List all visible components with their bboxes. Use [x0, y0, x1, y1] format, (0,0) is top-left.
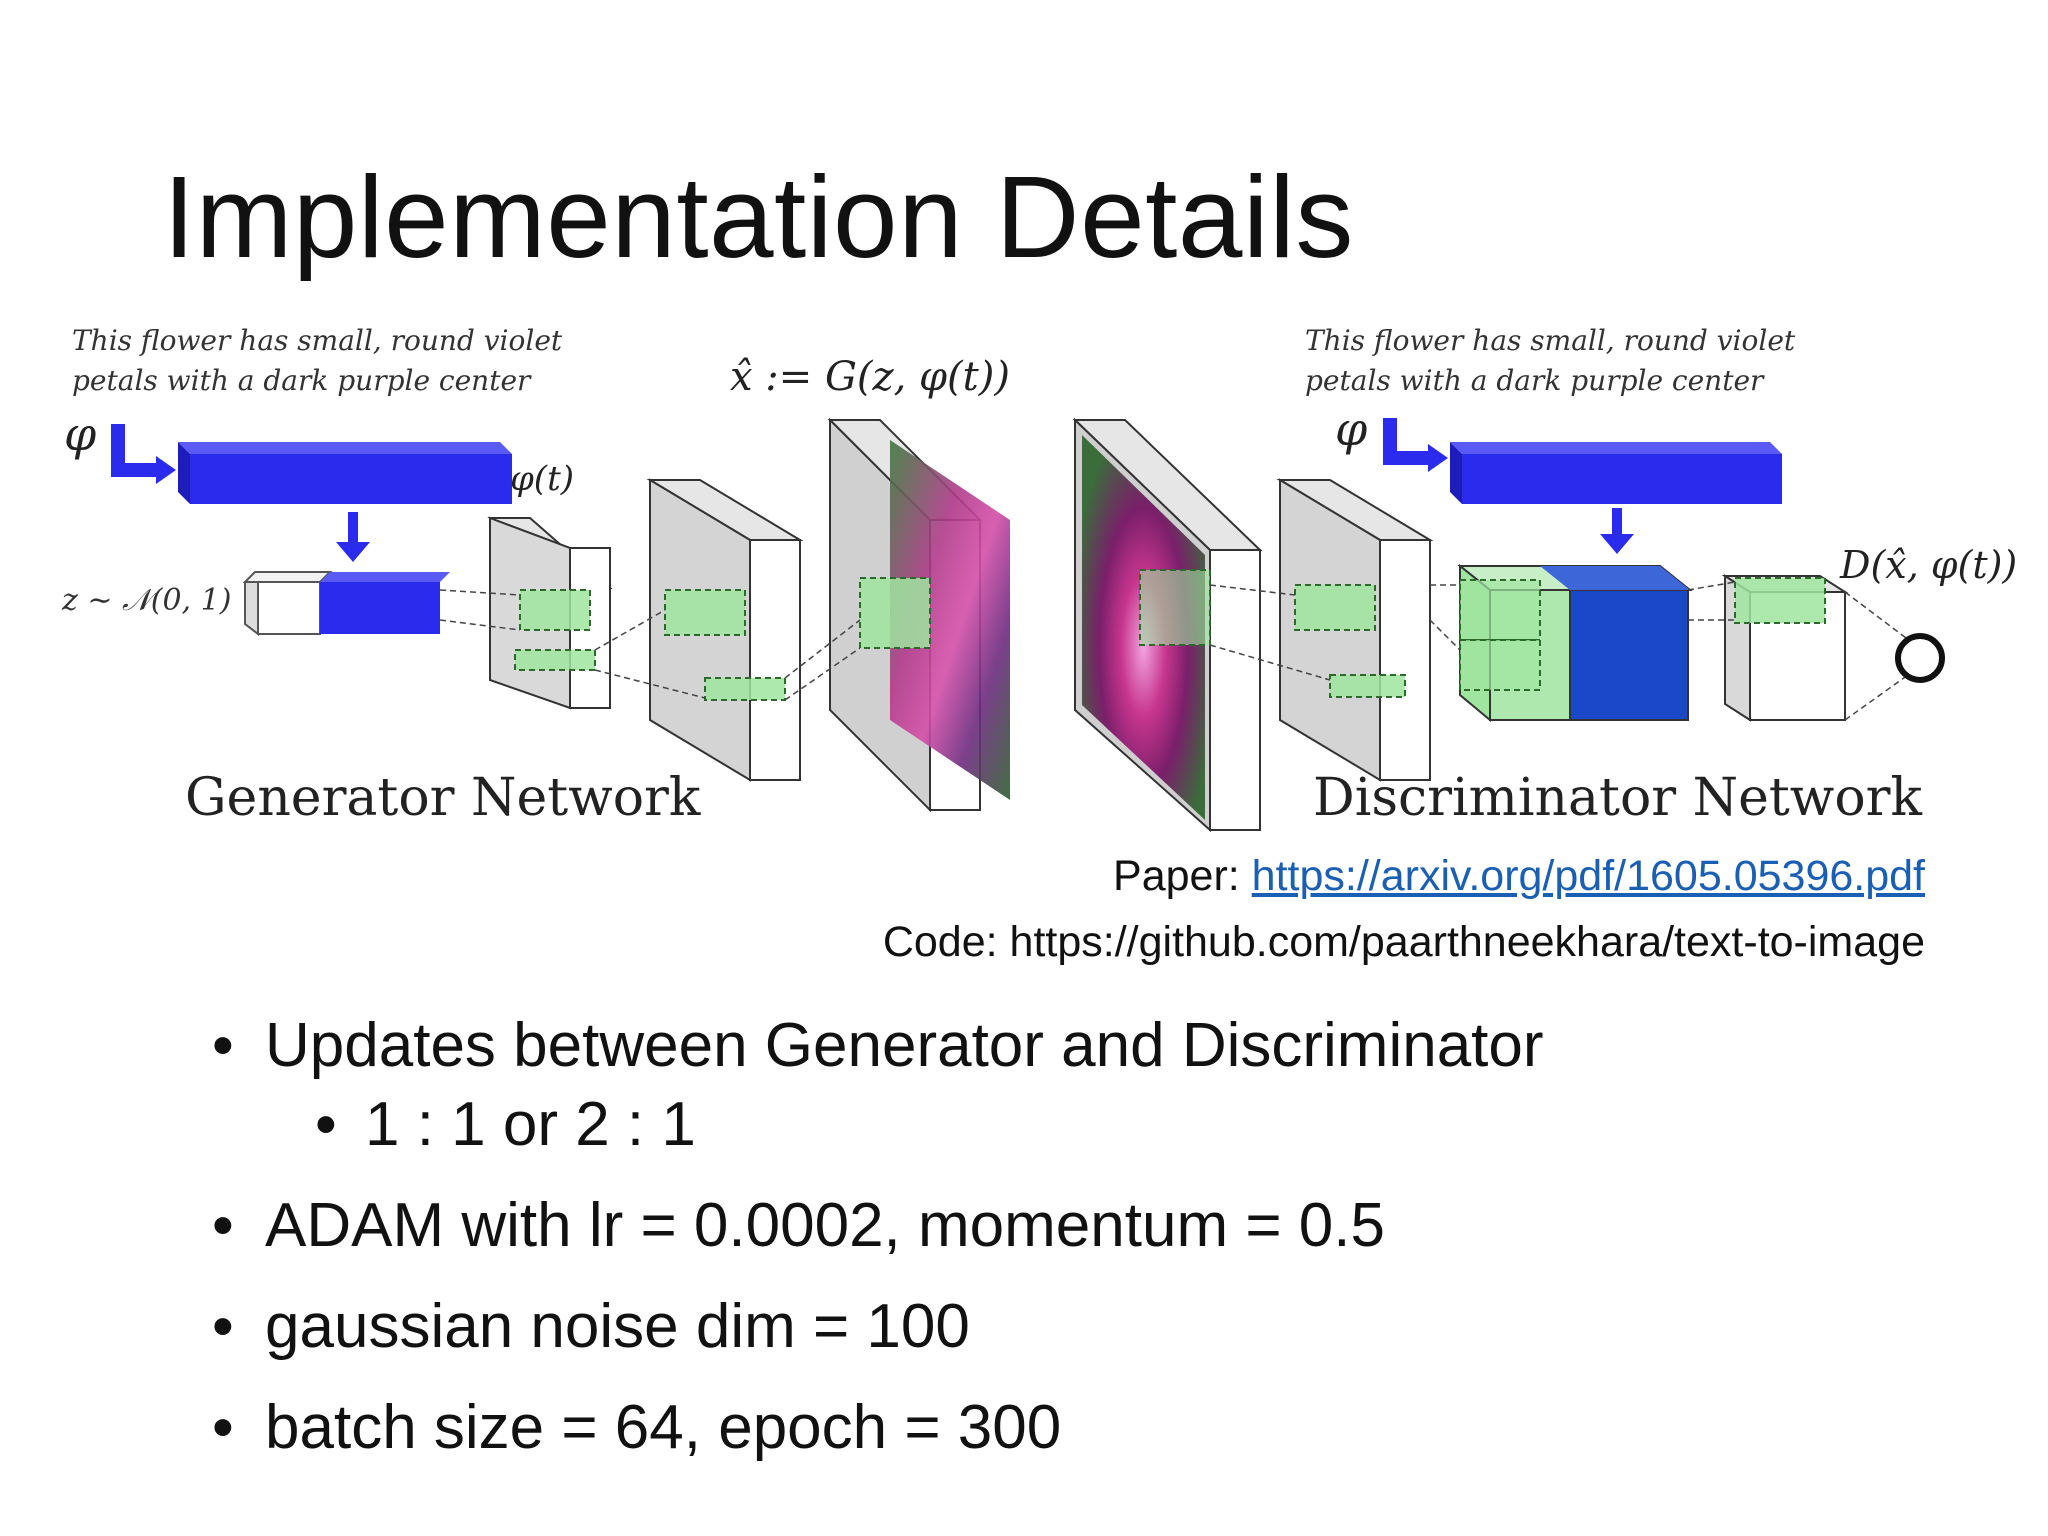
generator-network-label: Generator Network [185, 768, 701, 828]
phi-symbol-left: φ [64, 407, 97, 461]
bullet-item: Updates between Generator and Discrimina… [210, 1010, 1544, 1081]
bullet-item: batch size = 64, epoch = 300 [210, 1392, 1544, 1463]
sub-bullet-item: 1 : 1 or 2 : 1 [210, 1089, 1544, 1160]
phi-symbol-right: φ [1335, 402, 1368, 456]
paper-link[interactable]: https://arxiv.org/pdf/1605.05396.pdf [1251, 852, 1925, 900]
gan-architecture-diagram: This flower has small, round violet peta… [61, 324, 2017, 833]
code-reference: Code: https://github.com/paarthneekhara/… [882, 918, 1925, 966]
references: Paper: https://arxiv.org/pdf/1605.05396.… [883, 843, 1925, 975]
caption-right-line-2: petals with a dark purple center [1305, 364, 1765, 397]
phi-t-label: φ(t) [510, 459, 574, 499]
paper-reference: Paper: https://arxiv.org/pdf/1605.05396.… [883, 843, 1925, 909]
generator-formula: x̂ := G(z, φ(t)) [730, 354, 1010, 400]
discriminator-network-label: Discriminator Network [1313, 768, 1922, 828]
caption-left-line-2: petals with a dark purple center [72, 364, 532, 397]
discriminator-formula: D(x̂, φ(t)) [1839, 543, 2017, 587]
paper-prefix: Paper: [1113, 852, 1252, 900]
bullet-list: Updates between Generator and Discrimina… [210, 1010, 1544, 1463]
slide-title: Implementation Details [163, 152, 1354, 282]
caption-right-line-1: This flower has small, round violet [1305, 324, 1796, 357]
bullet-item: gaussian noise dim = 100 [210, 1291, 1544, 1362]
noise-label: z ∼ 𝒩(0, 1) [61, 583, 231, 618]
caption-left-line-1: This flower has small, round violet [72, 324, 563, 357]
bullet-item: ADAM with lr = 0.0002, momentum = 0.5 [210, 1190, 1544, 1261]
